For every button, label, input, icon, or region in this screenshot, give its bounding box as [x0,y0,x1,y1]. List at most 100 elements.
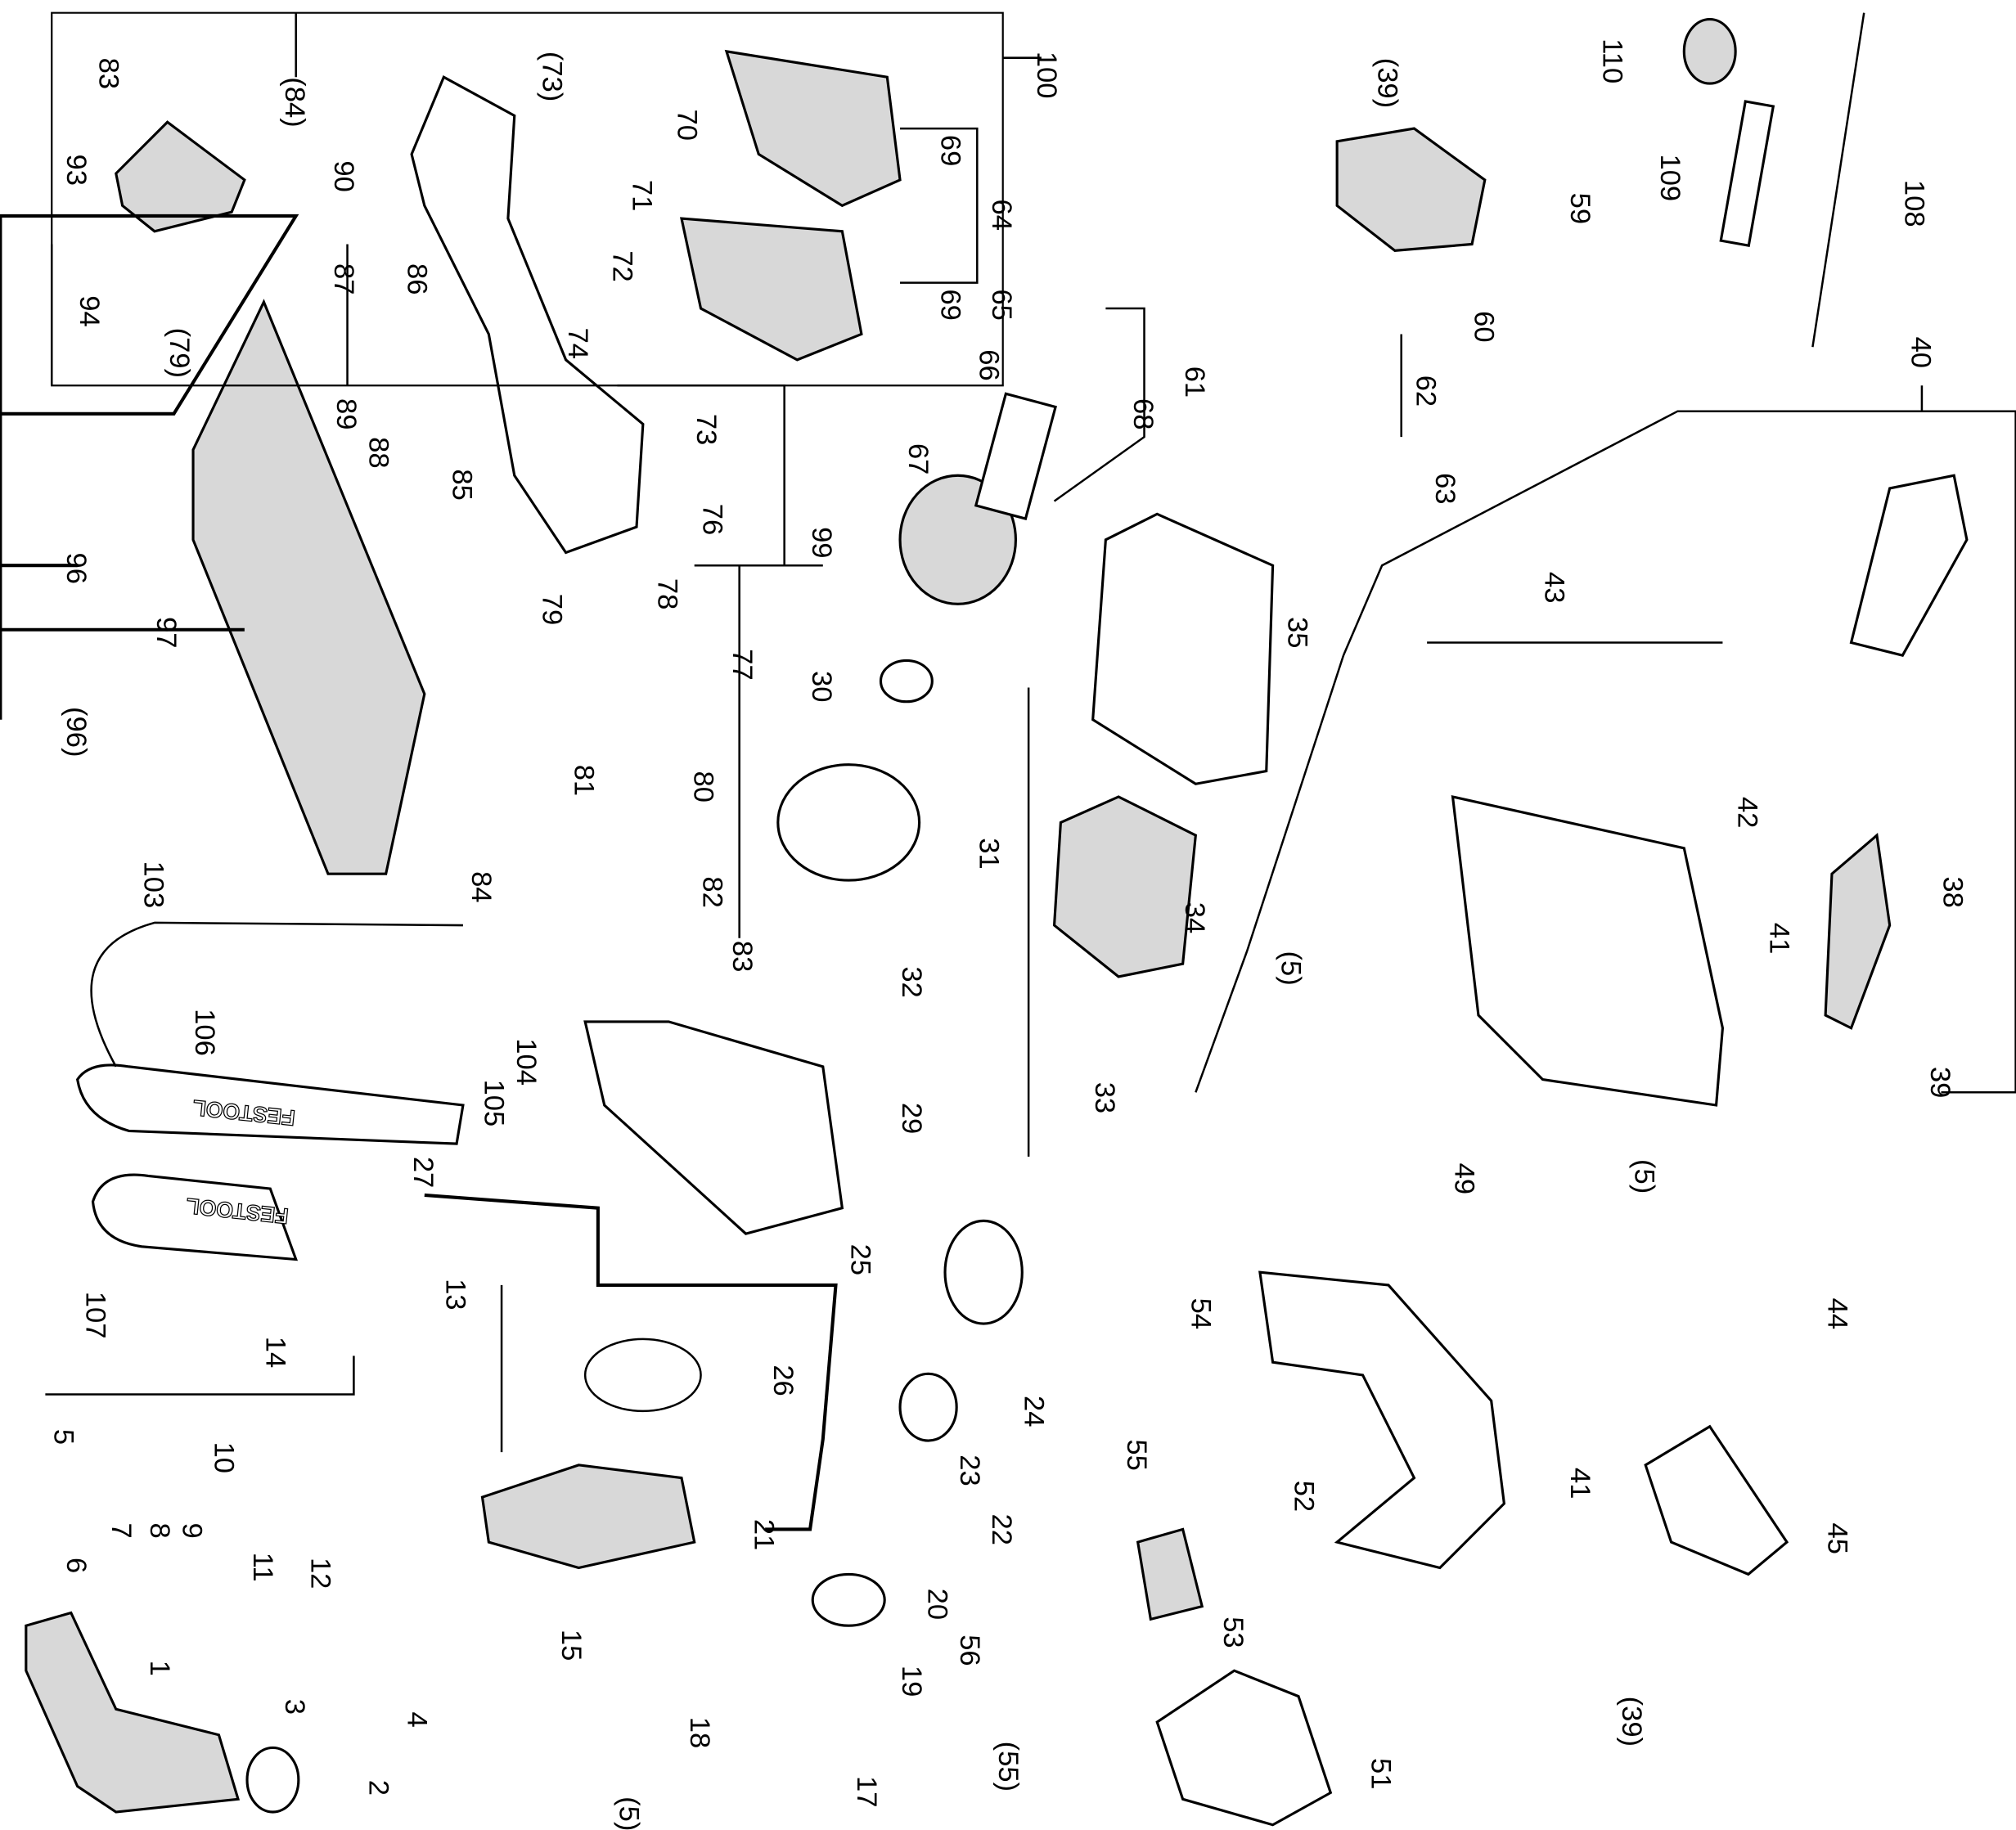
part-label: 70 [671,110,702,141]
part-label: 83 [727,941,758,972]
handle-part [410,75,645,555]
part-label: 81 [569,765,600,796]
part-label: 4 [401,1711,432,1727]
part-label: 9 [176,1523,207,1539]
sprocket-part [943,1219,1024,1325]
oil-tank-part [25,1611,241,1814]
plug-part [1682,17,1737,85]
part-label: 29 [896,1103,927,1134]
part-label: (79) [164,328,195,378]
part-label: 31 [973,838,1004,869]
part-label: 19 [896,1666,927,1697]
washer-part [811,1572,886,1627]
part-label: 100 [1031,52,1062,99]
part-label: 23 [954,1455,985,1486]
part-label: 83 [92,58,124,89]
part-label: 96 [61,552,92,583]
part-label: 14 [260,1337,291,1368]
part-label: 68 [1127,398,1159,429]
part-label: 61 [1179,366,1210,398]
stator-part [1052,795,1198,978]
part-label: 18 [684,1717,715,1748]
gear-housing-part [583,1020,844,1235]
part-label: 53 [1217,1616,1249,1648]
part-label: 87 [328,263,359,295]
part-label: (96) [61,707,92,757]
cable-sleeve-part [1719,100,1775,247]
part-label: 104 [511,1038,542,1086]
part-label: 69 [934,289,965,320]
part-label: 109 [1654,155,1685,202]
part-label: 80 [688,771,719,803]
saw-chain-part [90,921,463,1068]
gear-block-part [480,1464,696,1570]
part-label: 67 [902,443,934,474]
bracket-part [115,120,246,233]
part-label: (73) [536,52,567,101]
part-label: (84) [279,77,310,127]
part-label: 56 [954,1634,985,1666]
part-label: 69 [934,135,965,166]
power-cable-part [1811,12,1865,348]
part-label: 44 [1821,1298,1852,1329]
bearing-part [879,659,934,704]
part-label: 78 [652,578,683,609]
part-label: 74 [562,328,593,359]
part-label: 38 [1937,876,1969,907]
part-label: 77 [727,649,758,680]
part-label: (39) [1616,1697,1647,1747]
part-label: 59 [1564,193,1595,224]
part-label: 45 [1821,1523,1852,1554]
part-label: 52 [1288,1481,1319,1512]
part-label: 94 [74,295,105,326]
part-label: (5) [614,1796,645,1830]
part-label: 65 [986,289,1017,320]
part-label: 84 [466,871,497,902]
part-label: 103 [137,861,169,909]
part-label: 6 [61,1558,92,1573]
rear-cap-part [1335,127,1487,252]
part-label: 76 [697,504,728,535]
base-plate-part [191,299,426,875]
part-label: 8 [144,1523,175,1539]
part-label: 63 [1429,473,1460,504]
part-label: 42 [1731,797,1762,828]
bar-cover-part [91,1173,299,1261]
part-label: 62 [1411,375,1442,407]
part-label: 40 [1905,337,1936,368]
part-label: 10 [209,1442,240,1473]
parts-layer: FESTOOL FESTOOL [25,12,1969,1827]
part-label: 88 [362,437,394,468]
part-label: 51 [1366,1758,1397,1789]
side-cover-part [1155,1669,1333,1827]
part-label: 55 [1121,1439,1152,1470]
part-label: 71 [626,180,657,211]
part-label: (55) [992,1742,1024,1792]
part-label: 60 [1468,311,1499,342]
part-label: 64 [986,199,1017,230]
housing-cover-part [1258,1270,1506,1570]
main-housing-part [1451,794,1725,1107]
part-label: 110 [1596,38,1627,83]
part-label: (39) [1371,58,1402,108]
part-label: 32 [896,966,927,997]
part-label: 5 [47,1429,79,1445]
part-label: 22 [986,1514,1017,1545]
part-label: 108 [1899,180,1930,227]
part-label: 73 [691,414,722,445]
part-label: 3 [279,1699,310,1715]
part-label: 27 [407,1157,439,1188]
part-label: 43 [1539,572,1570,603]
guide-bar-part [75,1063,465,1145]
part-label: 34 [1179,902,1210,933]
part-label: 90 [328,160,359,191]
part-label: 25 [844,1244,875,1275]
part-label: 89 [331,398,362,429]
bearing-part [898,1372,958,1442]
part-label: 93 [61,155,92,186]
part-label: 26 [767,1365,799,1396]
part-label: 72 [607,250,638,281]
part-label: 106 [189,1009,220,1056]
